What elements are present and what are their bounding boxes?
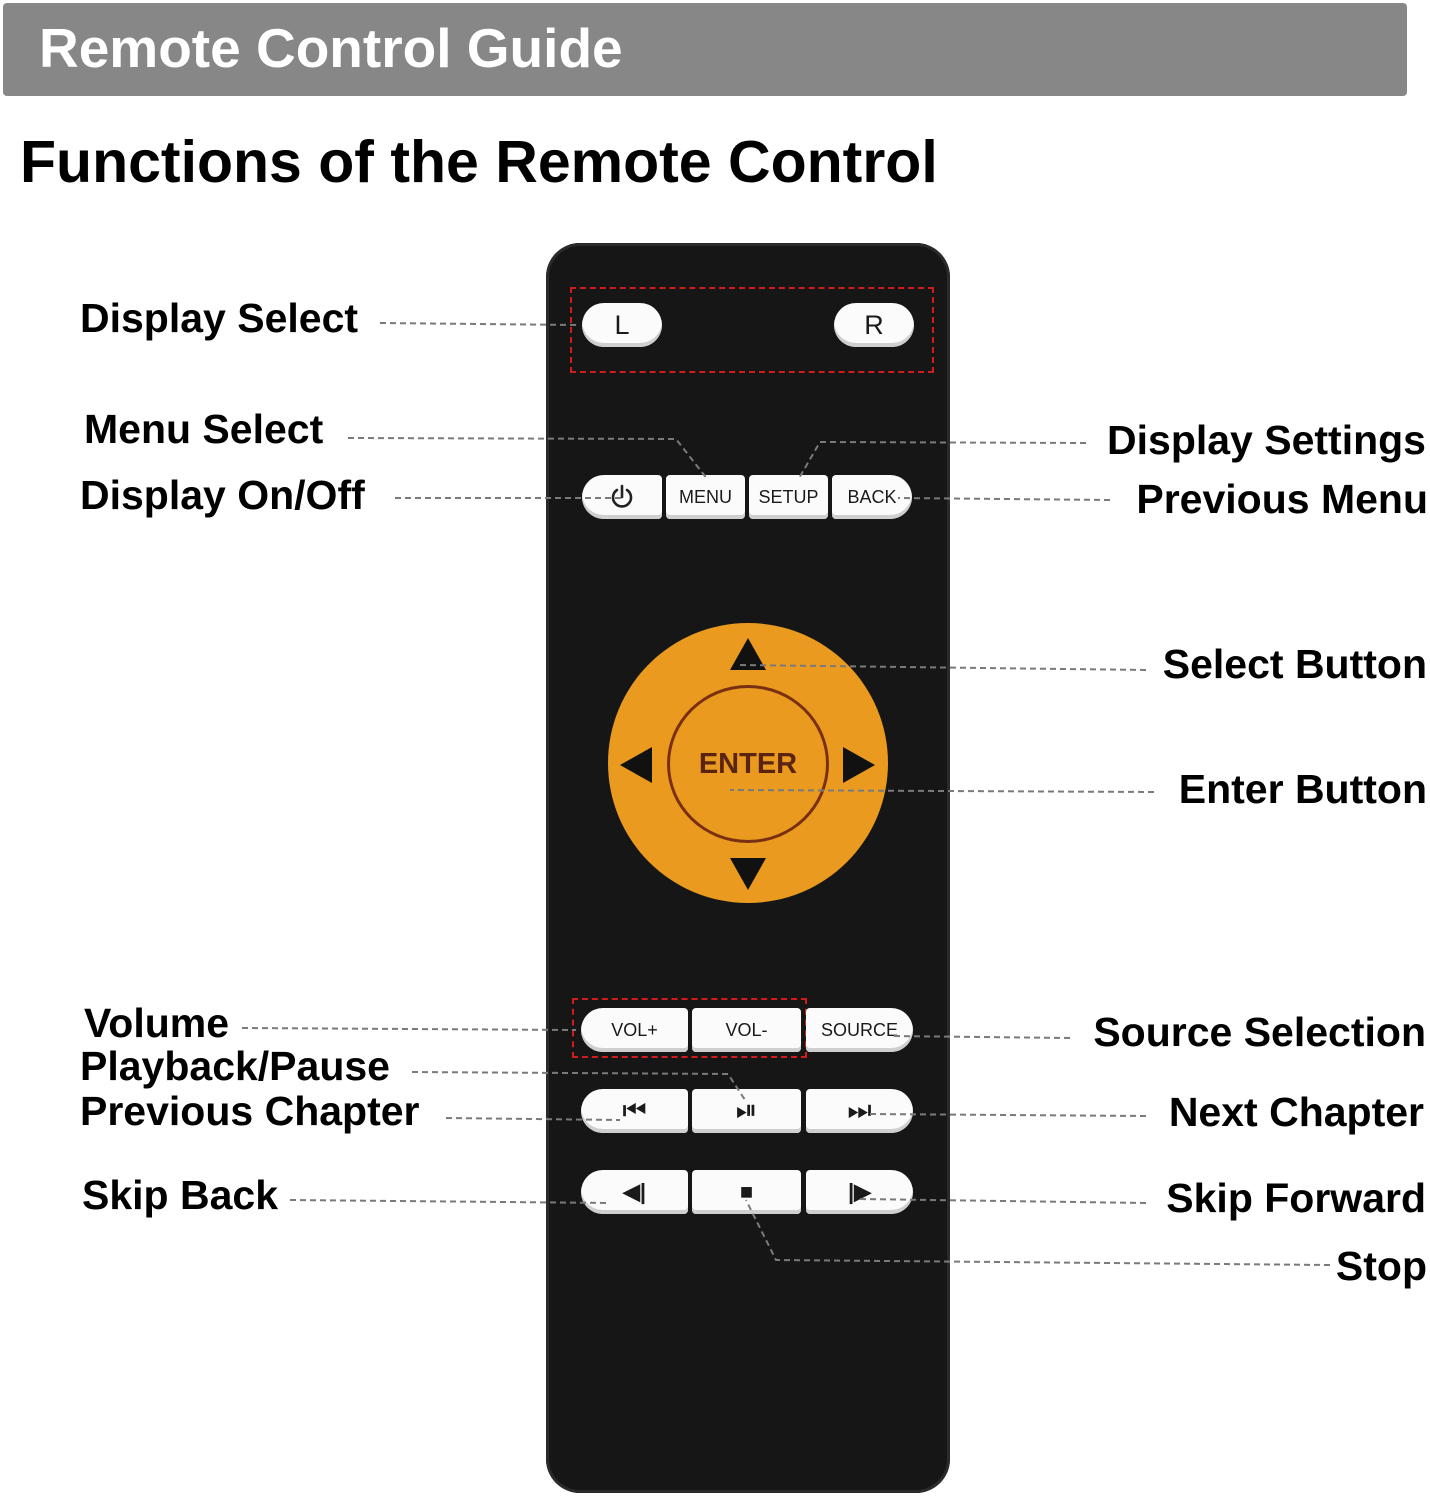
callout-stop: Stop [1335,1243,1427,1289]
callout-playback-pause: Playback/Pause [80,1043,390,1089]
right-arrow-icon[interactable] [843,747,875,783]
callout-previous-chapter: Previous Chapter [80,1088,420,1134]
up-arrow-icon[interactable] [730,638,766,670]
leader-playback-pause [411,1071,746,1101]
leader-previous-menu [897,497,1111,501]
callout-next-chapter: Next Chapter [1168,1089,1424,1135]
leader-stop [745,1199,1331,1266]
left-arrow-icon[interactable] [620,747,652,783]
leader-skip-back [289,1199,611,1204]
leader-display-settings [797,440,1087,481]
play-pause-button[interactable]: ⏯ [692,1089,801,1133]
header-bar: Remote Control Guide [3,3,1407,96]
leader-menu-select [347,437,709,481]
power-icon [611,484,633,508]
callout-skip-back: Skip Back [82,1172,278,1218]
leader-skip-forward [859,1198,1147,1204]
enter-button[interactable]: ENTER [667,685,829,843]
callout-display-settings: Display Settings [1107,417,1426,463]
leader-previous-chapter [445,1117,621,1121]
display-select-group-highlight [570,287,934,373]
callout-display-select: Display Select [80,295,359,341]
callout-volume: Volume [84,1000,230,1046]
callout-skip-forward: Skip Forward [1166,1175,1426,1221]
leader-next-chapter [867,1113,1147,1117]
leader-volume [241,1027,577,1031]
down-arrow-icon[interactable] [730,858,766,890]
previous-chapter-button[interactable]: ⏮ [581,1089,688,1133]
leader-select-button [739,664,1147,671]
callout-menu-select: Menu Select [84,406,324,452]
callout-enter-button: Enter Button [1178,766,1427,812]
callout-select-button: Select Button [1162,641,1427,687]
callout-source-selection: Source Selection [1093,1009,1426,1055]
page-title: Remote Control Guide [39,17,623,79]
callout-display-on-off: Display On/Off [80,472,365,518]
leader-enter-button [729,789,1155,793]
callout-previous-menu: Previous Menu [1136,476,1428,522]
leader-display-select [379,322,579,326]
section-heading: Functions of the Remote Control [20,129,938,195]
enter-label: ENTER [698,747,798,780]
leader-source-selection [889,1035,1071,1039]
